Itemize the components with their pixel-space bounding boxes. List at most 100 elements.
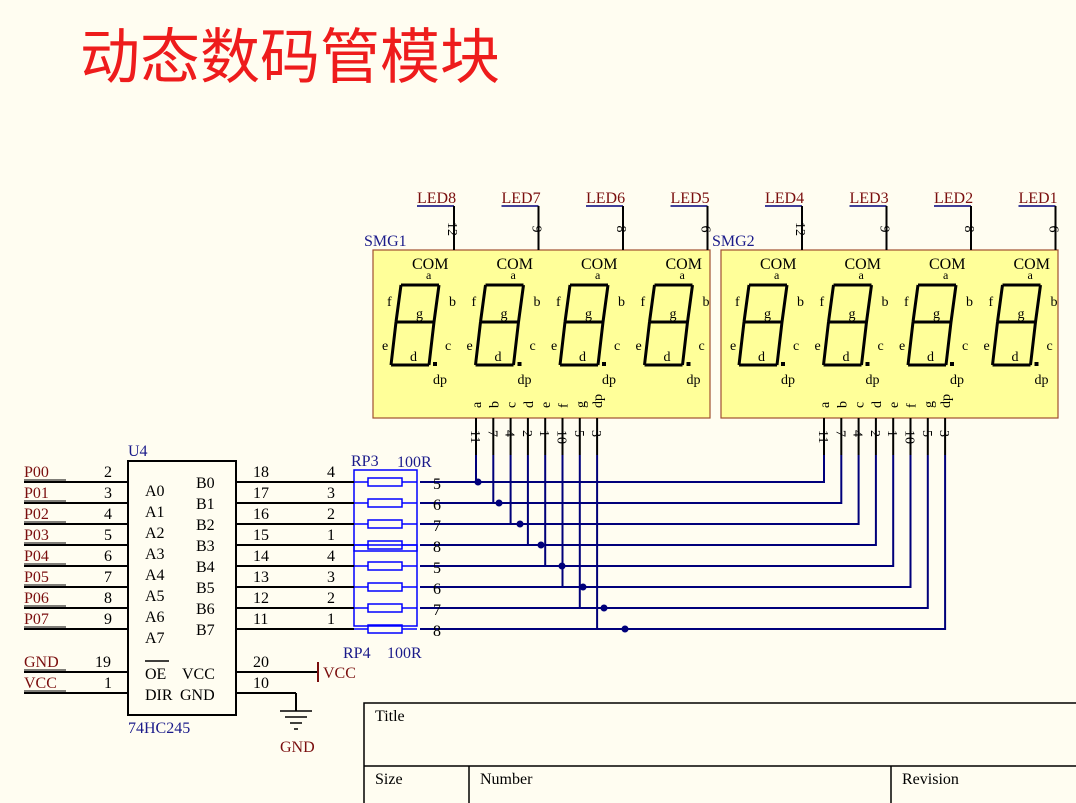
- seg-d-label: d: [758, 350, 765, 365]
- ic-right-pin-number: 13: [253, 569, 269, 586]
- resnet-right-pin: 5: [433, 560, 441, 577]
- resnet-right-pin: 8: [433, 539, 441, 556]
- ic-left-pin-number: 3: [104, 485, 112, 502]
- seg-e-label: e: [636, 339, 642, 354]
- dir-net-label: VCC: [24, 675, 57, 692]
- resnet-left-pin: 3: [327, 485, 335, 502]
- segment-pin-number: 5: [919, 430, 934, 437]
- com-pin-number: 12: [444, 222, 459, 236]
- title-block: Title Size Number Revision: [363, 702, 1076, 803]
- com-text: COM: [1014, 256, 1050, 273]
- seg-dp-label: dp: [433, 373, 447, 388]
- resnet-left-pin: 2: [327, 590, 335, 607]
- segment-pin-number: 2: [519, 430, 534, 437]
- ic-right-pin-number: 14: [253, 548, 269, 565]
- com-net-label: LED6: [586, 190, 625, 207]
- seg-g-label: g: [501, 307, 508, 322]
- segment-bus-wire: [420, 455, 947, 630]
- seg-f-label: f: [735, 295, 740, 310]
- seg-d-label: d: [843, 350, 850, 365]
- seg-c-label: c: [530, 339, 536, 354]
- seg-e-label: e: [899, 339, 905, 354]
- com-pin-number: 9: [529, 226, 544, 233]
- seg-b-label: b: [449, 295, 456, 310]
- wire-junction: [537, 541, 545, 549]
- resistor-element: [367, 519, 403, 529]
- seg-e-label: e: [815, 339, 821, 354]
- seg-c-label: c: [614, 339, 620, 354]
- ground-symbol: [280, 710, 312, 730]
- ic-left-pin-name: A3: [145, 546, 165, 563]
- segment-bus-wire: [420, 455, 877, 546]
- digit-segments: [737, 283, 789, 367]
- segment-pin-number: 10: [554, 430, 569, 444]
- ic-left-pin-number: 6: [104, 548, 112, 565]
- dir-pin-name: DIR: [145, 687, 173, 704]
- segment-name: dp: [591, 394, 606, 408]
- decimal-point: [686, 362, 691, 366]
- ic-right-pin-name: B0: [196, 475, 215, 492]
- seg-a-label: a: [680, 268, 686, 282]
- resnet-left-pin: 2: [327, 506, 335, 523]
- ic-right-pin-number: 18: [253, 464, 269, 481]
- ic-left-pin-number: 8: [104, 590, 112, 607]
- oe-pin-name: OE: [145, 666, 166, 683]
- resnet-right-pin: 8: [433, 623, 441, 640]
- resistor-element: [367, 498, 403, 508]
- ic-right-pin-name: B4: [196, 559, 215, 576]
- seg-e-label: e: [467, 339, 473, 354]
- decimal-point: [517, 362, 522, 366]
- port-net-label: P02: [24, 506, 49, 523]
- segment-name: b: [835, 401, 850, 408]
- segment-bus-wire: [420, 455, 860, 525]
- display-body: [720, 249, 1059, 419]
- seg-b-label: b: [882, 295, 889, 310]
- seg-b-label: b: [797, 295, 804, 310]
- seg-f-label: f: [820, 295, 825, 310]
- seg-g-label: g: [1018, 307, 1025, 322]
- seg-e-label: e: [382, 339, 388, 354]
- ic-part-number: 74HC245: [128, 720, 190, 737]
- seg-g-label: g: [585, 307, 592, 322]
- segment-pin-number: 4: [502, 430, 517, 437]
- port-net-label: P04: [24, 548, 49, 565]
- ic-left-pin-name: A1: [145, 504, 165, 521]
- seg-d-label: d: [1012, 350, 1019, 365]
- segment-pin-number: 1: [884, 430, 899, 437]
- com-pin-number: 6: [698, 226, 713, 233]
- ic-left-pin-number: 2: [104, 464, 112, 481]
- segment-name: e: [539, 402, 554, 408]
- seg-c-label: c: [878, 339, 884, 354]
- segment-pin-number: 11: [467, 430, 482, 443]
- decimal-point: [781, 362, 785, 366]
- seg-e-label: e: [730, 339, 736, 354]
- seg-g-label: g: [670, 307, 677, 322]
- decimal-point: [433, 362, 437, 366]
- segment-name: dp: [939, 394, 954, 408]
- segment-bus-wire: [420, 455, 825, 483]
- com-text: COM: [666, 256, 702, 273]
- vcc-pin-name: VCC: [182, 666, 215, 683]
- com-net-label: LED2: [934, 190, 973, 207]
- port-net-label: P05: [24, 569, 49, 586]
- seg-dp-label: dp: [866, 373, 880, 388]
- resnet-right-pin: 6: [433, 497, 441, 514]
- com-net-label: LED7: [502, 190, 541, 207]
- seg-d-label: d: [664, 350, 671, 365]
- decimal-point: [1034, 362, 1039, 366]
- resnet-right-pin: 5: [433, 476, 441, 493]
- seg-dp-label: dp: [1035, 373, 1049, 388]
- segment-pin-number: 3: [588, 430, 603, 437]
- resistor-element: [367, 582, 403, 592]
- seg-a-label: a: [859, 268, 865, 282]
- segment-pin-number: 2: [867, 430, 882, 437]
- resnet-body: [353, 469, 418, 552]
- ic-left-pin-name: A2: [145, 525, 165, 542]
- page-title: 动态数码管模块: [80, 23, 500, 93]
